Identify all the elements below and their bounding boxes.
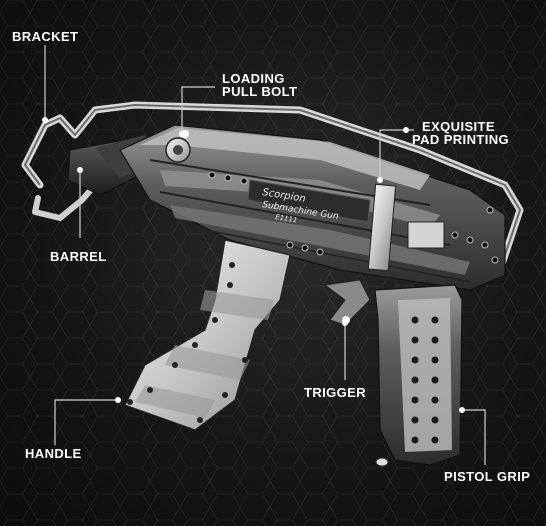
handle-label: HANDLE <box>25 446 82 461</box>
pad-label-line1: EXQUISITE <box>422 119 495 134</box>
loading-pull-bolt-label: LOADING PULL BOLT <box>222 72 297 98</box>
pad-print-code: E1111 <box>275 213 298 224</box>
pad-label-line2: PAD PRINTING <box>412 132 510 147</box>
trigger <box>323 279 371 326</box>
loading-label-line2: PULL BOLT <box>222 84 298 99</box>
pistol-grip-label: PISTOL GRIP <box>444 469 531 484</box>
barrel-label: BARREL <box>50 249 107 264</box>
loading-label-line1: LOADING <box>222 71 285 86</box>
pistol-grip <box>374 284 463 467</box>
bracket-stock <box>21 101 524 274</box>
pad-printing-panel: Scorpion Submachine Gun E1111 <box>247 179 445 272</box>
bracket-label: BRACKET <box>12 29 79 44</box>
receiver-holes <box>208 171 499 264</box>
exquisite-pad-printing-label: EXQUISITE PAD PRINTING <box>412 120 509 146</box>
magazine-handle <box>124 239 291 431</box>
trigger-label: TRIGGER <box>304 385 367 400</box>
callout-lines <box>42 45 486 465</box>
